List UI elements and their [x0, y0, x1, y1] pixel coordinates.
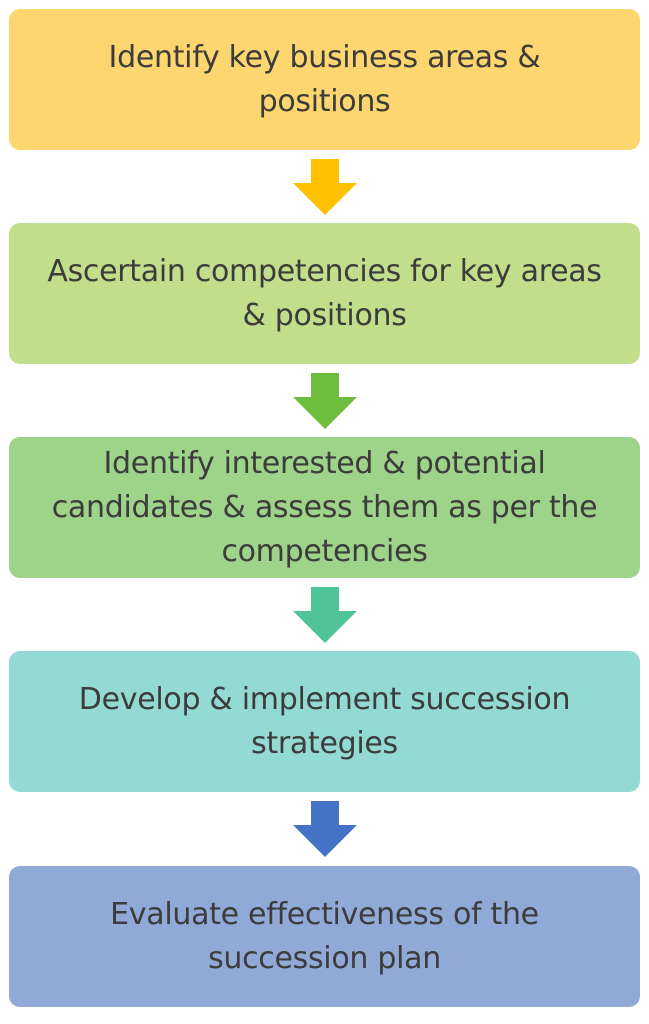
down-arrow-icon: [293, 373, 357, 429]
step-2-box: Ascertain competencies for key areas & p…: [9, 223, 640, 364]
step-4-label: Develop & implement succession strategie…: [78, 681, 571, 761]
down-arrow-icon: [293, 587, 357, 643]
step-4-box: Develop & implement succession strategie…: [9, 651, 640, 792]
step-2-label: Ascertain competencies for key areas & p…: [47, 253, 602, 333]
step-5-box: Evaluate effectiveness of the succession…: [9, 866, 640, 1007]
down-arrow-icon: [293, 801, 357, 857]
step-3-label: Identify interested & potential candidat…: [51, 445, 598, 569]
step-1-label: Identify key business areas & positions: [108, 39, 541, 119]
step-3-box: Identify interested & potential candidat…: [9, 437, 640, 578]
down-arrow-icon: [293, 159, 357, 215]
step-5-label: Evaluate effectiveness of the succession…: [110, 896, 539, 976]
step-1-box: Identify key business areas & positions: [9, 9, 640, 150]
